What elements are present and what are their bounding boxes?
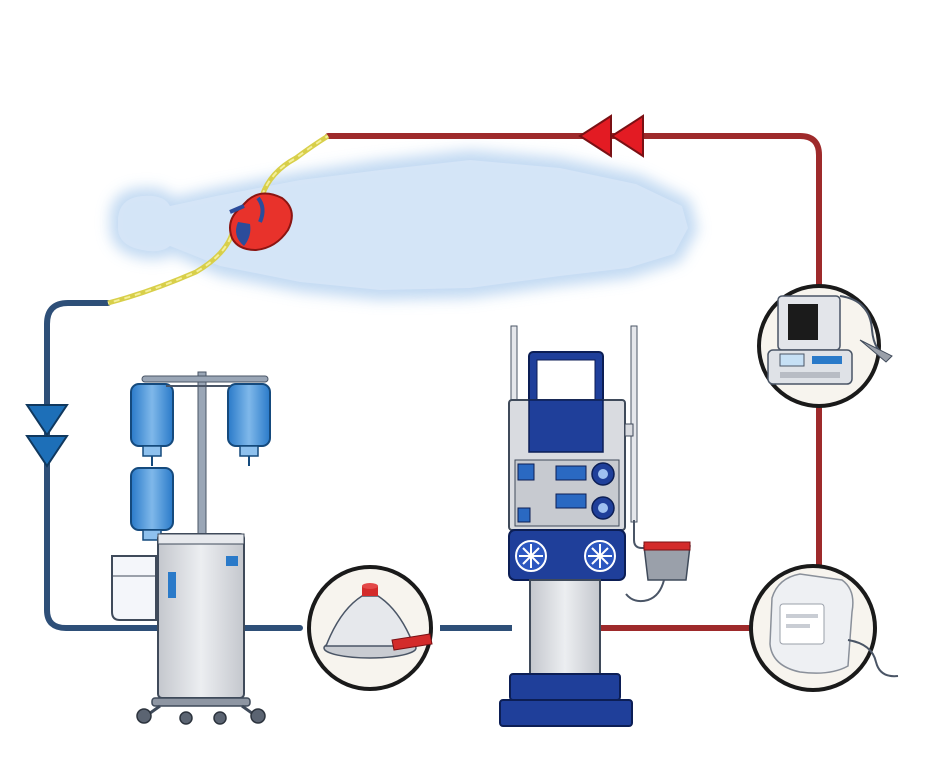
centrifugal-pump-head bbox=[307, 565, 433, 691]
fluid-warmer-cart bbox=[111, 533, 266, 725]
patient-body bbox=[107, 133, 698, 306]
oxygenator bbox=[749, 564, 899, 692]
ecmo-console bbox=[499, 325, 691, 727]
heart-icon bbox=[229, 192, 293, 252]
heater-cooler-monitor bbox=[757, 284, 893, 408]
arterial-line bbox=[325, 133, 822, 631]
arterial-flow-arrow bbox=[578, 114, 644, 158]
venous-flow-arrow bbox=[25, 404, 69, 468]
iv-bag-stand bbox=[130, 371, 271, 553]
